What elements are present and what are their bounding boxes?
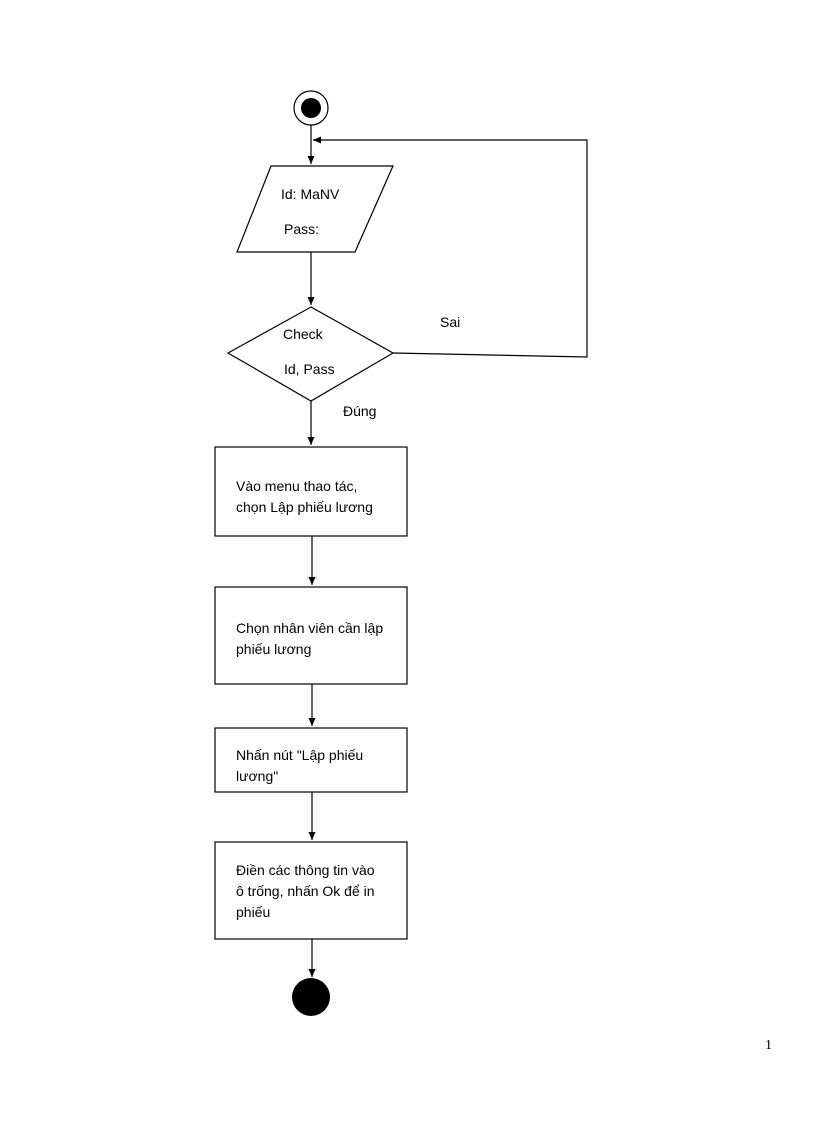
step4-line1: Điền các thông tin vào [236, 862, 375, 878]
step2-line2: phiếu lương [236, 641, 311, 657]
loop-back-connector [313, 136, 588, 358]
step4-line3: phiếu [236, 904, 270, 920]
step1-line2: chọn Lập phiếu lương [236, 499, 373, 515]
step-select-employee [214, 586, 408, 685]
step-open-menu [214, 446, 408, 537]
start-node [293, 90, 329, 126]
step4-line2: ô trống, nhấn Ok để in [236, 883, 375, 899]
step-fill-info [214, 841, 408, 940]
step3-line1: Nhấn nút "Lập phiếu [236, 747, 363, 763]
check-decision [226, 306, 395, 402]
step3-line2: lương" [236, 768, 278, 784]
decision-check-label: Check [283, 326, 324, 342]
input-box [236, 165, 394, 253]
step2-line1: Chọn nhân viên cần lập [236, 620, 383, 636]
false-branch-label: Sai [440, 314, 460, 330]
step-click-button [214, 727, 408, 793]
end-node [292, 978, 330, 1016]
input-pass-label: Pass: [284, 221, 319, 237]
page-number: 1 [765, 1038, 772, 1053]
true-branch-label: Đúng [343, 403, 376, 419]
decision-idpass-label: Id, Pass [284, 361, 335, 377]
input-id-label: Id: MaNV [281, 186, 340, 202]
step1-line1: Vào menu thao tác, [236, 478, 357, 494]
